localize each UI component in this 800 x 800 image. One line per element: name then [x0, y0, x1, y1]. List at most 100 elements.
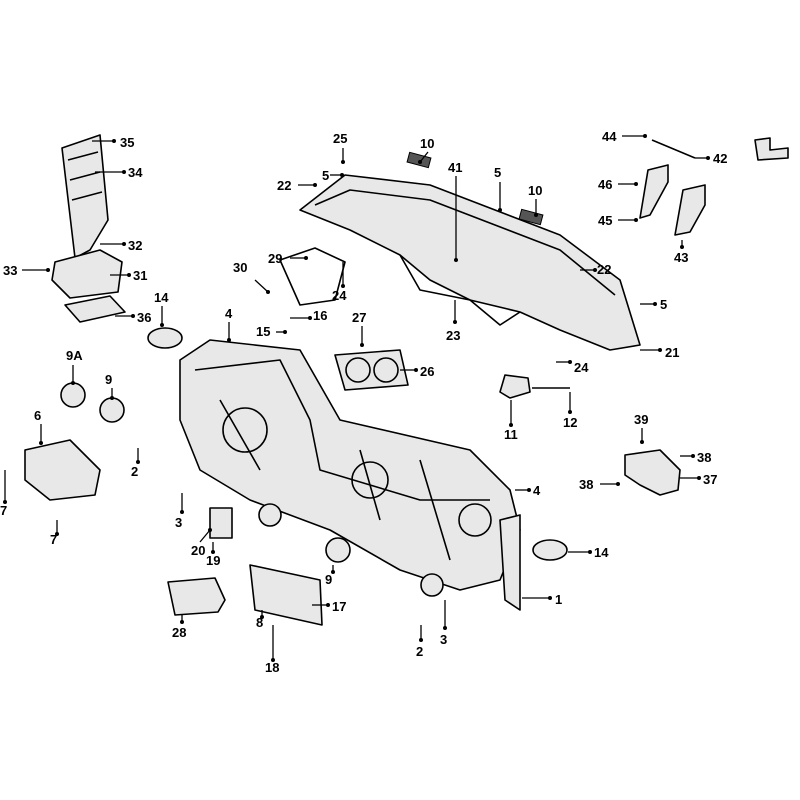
fastener-dot — [548, 596, 552, 600]
callout-label: 44 — [602, 129, 617, 144]
fastener-dot — [616, 482, 620, 486]
fastener-dot — [266, 290, 270, 294]
callout-label: 5 — [322, 168, 329, 183]
callout-label: 5 — [660, 297, 667, 312]
callout-label: 22 — [597, 262, 611, 277]
fastener-dot — [341, 160, 345, 164]
fastener-dot — [326, 603, 330, 607]
leader-line — [419, 151, 429, 163]
fastener-dot — [127, 273, 131, 277]
fastener-dot — [643, 134, 647, 138]
fastener-dot — [454, 258, 458, 262]
fastener-dot — [180, 620, 184, 624]
fastener-dot — [46, 268, 50, 272]
switch-19-part — [209, 507, 233, 539]
callout-label: 38 — [697, 450, 711, 465]
fastener-dot — [680, 245, 684, 249]
callout-label: 46 — [598, 177, 612, 192]
panel-29-part — [279, 247, 346, 306]
callout-label: 24 — [574, 360, 589, 375]
fastener-dot — [634, 218, 638, 222]
fastener-dot — [341, 284, 345, 288]
fastener-dot — [360, 343, 364, 347]
callout-label: 32 — [128, 238, 142, 253]
leader-lines — [3, 134, 710, 662]
fastener-dot — [653, 302, 657, 306]
fastener-dot — [691, 454, 695, 458]
tray-28-part — [167, 577, 226, 616]
fastener-dot — [340, 173, 344, 177]
callout-label: 29 — [268, 251, 282, 266]
callout-label: 28 — [172, 625, 186, 640]
fastener-dot — [706, 156, 710, 160]
callout-label: 6 — [34, 408, 41, 423]
fastener-dot — [71, 381, 75, 385]
callout-label: 7 — [50, 532, 57, 547]
fastener-dot — [331, 570, 335, 574]
fastener-dot — [509, 423, 513, 427]
callout-label: 10 — [420, 136, 434, 151]
cupholder-right-part — [532, 539, 568, 561]
fastener-dot — [568, 360, 572, 364]
callout-label: 7 — [0, 503, 7, 518]
callout-label: 26 — [420, 364, 434, 379]
callout-label: 42 — [713, 151, 727, 166]
fastener-dot — [304, 256, 308, 260]
panel-17-part — [249, 564, 323, 626]
callout-label: 9 — [105, 372, 112, 387]
fastener-dot — [227, 338, 231, 342]
callout-label: 22 — [277, 178, 291, 193]
fastener-dot — [527, 488, 531, 492]
fastener-dot — [131, 314, 135, 318]
callout-label: 34 — [128, 165, 143, 180]
leader-line — [199, 529, 211, 543]
fastener-dot — [534, 213, 538, 217]
callout-label: 11 — [504, 427, 518, 442]
callout-label: 15 — [256, 324, 270, 339]
callout-label: 24 — [332, 288, 347, 303]
ring-9a-part — [60, 382, 86, 408]
fastener-dot — [443, 626, 447, 630]
callout-label: 1 — [555, 592, 562, 607]
callout-label: 14 — [594, 545, 609, 560]
callout-label: 23 — [446, 328, 460, 343]
fastener-dot — [211, 550, 215, 554]
callout-label: 17 — [332, 599, 346, 614]
fastener-dot — [308, 316, 312, 320]
callout-label: 3 — [440, 632, 447, 647]
callout-label: 2 — [131, 464, 138, 479]
fastener-dot — [640, 440, 644, 444]
fastener-dot — [160, 323, 164, 327]
callout-label: 36 — [137, 310, 151, 325]
fastener-dot — [588, 550, 592, 554]
callout-label: 4 — [225, 306, 233, 321]
callout-label: 35 — [120, 135, 134, 150]
callout-label: 18 — [265, 660, 279, 675]
callout-label: 45 — [598, 213, 612, 228]
gauge-pod-part — [334, 349, 409, 391]
callout-label: 43 — [674, 250, 688, 265]
fastener-dot — [55, 532, 59, 536]
bracket-assembly-part — [51, 134, 126, 323]
fastener-dot — [180, 510, 184, 514]
ring-9-lower-part — [325, 537, 351, 563]
callout-label: 4 — [533, 483, 541, 498]
fastener-dot — [39, 441, 43, 445]
callout-label: 8 — [256, 615, 263, 630]
dashboard-main-part — [179, 339, 521, 611]
fastener-dot — [414, 368, 418, 372]
bracket-11-part — [499, 374, 531, 399]
ring-9-center-part — [258, 503, 282, 527]
fastener-dot — [260, 615, 264, 619]
bezel-6-part — [24, 439, 101, 501]
callout-label: 14 — [154, 290, 169, 305]
callout-label: 9 — [325, 572, 332, 587]
fastener-dot — [136, 460, 140, 464]
callout-label: 31 — [133, 268, 147, 283]
callout-label: 19 — [206, 553, 220, 568]
callout-label: 3 — [175, 515, 182, 530]
cover-37-part — [624, 449, 681, 496]
callout-label: 20 — [191, 543, 205, 558]
